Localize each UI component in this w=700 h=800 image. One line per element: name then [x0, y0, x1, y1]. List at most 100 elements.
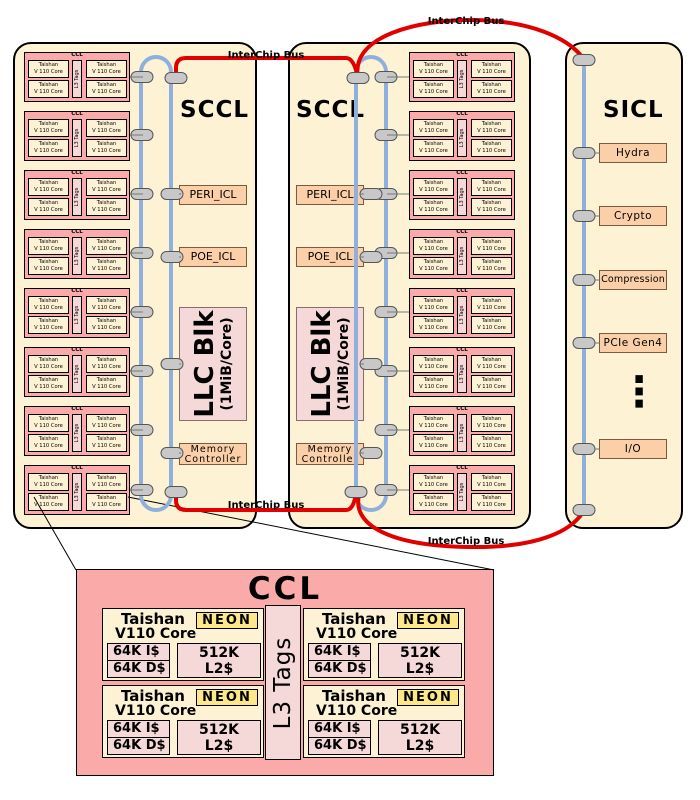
mini-core-name: Taishan	[423, 416, 444, 422]
mini-core-model: V 110 Core	[477, 304, 506, 311]
ccl-mini-title: CCL	[456, 52, 468, 58]
mini-l3-tags: L3 Tags	[72, 296, 82, 334]
mini-l3-tags: L3 Tags	[72, 473, 82, 511]
mini-core-model: V 110 Core	[34, 147, 63, 154]
mini-l3-tags: L3 Tags	[457, 178, 467, 216]
l2-label: L2$	[204, 661, 234, 677]
mini-l3-tags: L3 Tags	[72, 237, 82, 275]
mini-core-name: Taishan	[481, 200, 502, 206]
ccl-mini-title: CCL	[456, 465, 468, 471]
mini-core-name: Taishan	[96, 377, 117, 383]
mini-core-model: V 110 Core	[477, 501, 506, 508]
sicl-crypto: Crypto	[599, 206, 667, 226]
mini-core-name: Taishan	[481, 121, 502, 127]
peri-icl-left: PERI_ICL	[179, 185, 247, 205]
mini-core-model: V 110 Core	[419, 265, 448, 272]
mini-core-name: Taishan	[481, 239, 502, 245]
memory-controller-right: Memory Controller	[296, 443, 364, 465]
llc-label: LLC Blk	[190, 310, 220, 418]
mini-l3-label: L3 Tags	[459, 246, 465, 266]
neon-unit: NEON	[196, 689, 258, 706]
mini-core-model: V 110 Core	[34, 481, 63, 488]
mini-core-name: Taishan	[38, 475, 59, 481]
mini-core-model: V 110 Core	[477, 127, 506, 134]
mini-core-model: V 110 Core	[34, 442, 63, 449]
mini-core-name: Taishan	[481, 259, 502, 265]
mini-core-model: V 110 Core	[419, 186, 448, 193]
mini-core-name: Taishan	[423, 259, 444, 265]
mini-core-model: V 110 Core	[92, 363, 121, 370]
mini-core-name: Taishan	[423, 475, 444, 481]
mini-core-name: Taishan	[423, 200, 444, 206]
ccl-detail-title: CCL	[247, 571, 323, 607]
mini-core-model: V 110 Core	[419, 363, 448, 370]
mini-core-name: Taishan	[96, 495, 117, 501]
llc-block-right: LLC Blk (1MiB/Core)	[296, 307, 364, 421]
mini-core-name: Taishan	[481, 141, 502, 147]
mini-l3-tags: L3 Tags	[72, 60, 82, 98]
mini-core-model: V 110 Core	[34, 245, 63, 252]
mini-l3-label: L3 Tags	[74, 305, 80, 325]
mini-l3-label: L3 Tags	[74, 187, 80, 207]
peri-icl-right: PERI_ICL	[296, 185, 364, 205]
mini-core-model: V 110 Core	[92, 186, 121, 193]
mini-core-model: V 110 Core	[34, 186, 63, 193]
mini-core-model: V 110 Core	[477, 363, 506, 370]
mini-l3-label: L3 Tags	[459, 187, 465, 207]
ccl-mini-title: CCL	[71, 111, 83, 117]
core-name: Taishan	[322, 687, 386, 705]
interchip-label-bottom: InterChip Bus	[428, 536, 505, 547]
mini-core-name: Taishan	[96, 200, 117, 206]
ccl-mini-title: CCL	[456, 406, 468, 412]
mini-core-name: Taishan	[481, 377, 502, 383]
llc-block-left: LLC Blk (1MiB/Core)	[179, 307, 247, 421]
mini-core-name: Taishan	[96, 416, 117, 422]
mini-l3-tags: L3 Tags	[457, 60, 467, 98]
mini-core-model: V 110 Core	[419, 127, 448, 134]
mini-core-model: V 110 Core	[92, 265, 121, 272]
controller-label: Controller	[184, 454, 242, 465]
mini-core-name: Taishan	[38, 259, 59, 265]
mini-core-model: V 110 Core	[477, 186, 506, 193]
mini-core-name: Taishan	[423, 239, 444, 245]
mini-core-name: Taishan	[38, 239, 59, 245]
ccl-mini-title: CCL	[456, 170, 468, 176]
mini-l3-tags: L3 Tags	[72, 355, 82, 393]
mini-core-name: Taishan	[423, 357, 444, 363]
mini-core-model: V 110 Core	[477, 245, 506, 252]
mini-core-name: Taishan	[481, 318, 502, 324]
mini-core-model: V 110 Core	[477, 147, 506, 154]
mini-core-name: Taishan	[38, 141, 59, 147]
mini-l3-label: L3 Tags	[459, 128, 465, 148]
